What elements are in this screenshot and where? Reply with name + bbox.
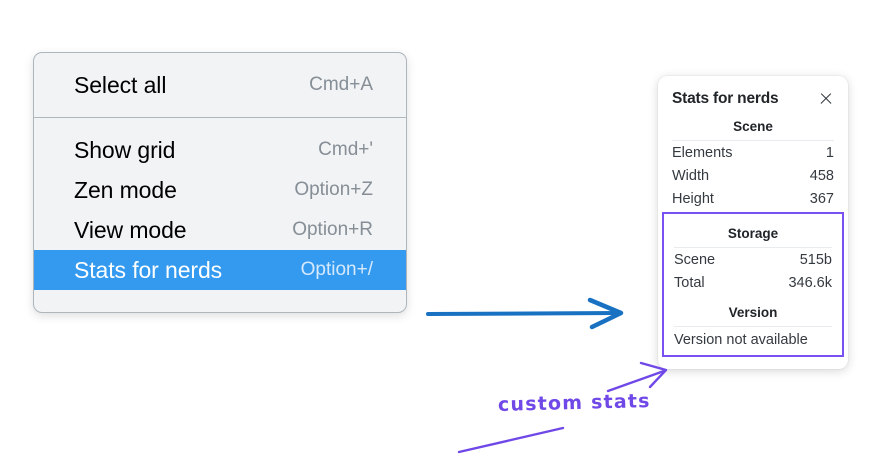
stat-value: 367: [809, 191, 834, 207]
version-text: Version not available: [674, 332, 808, 348]
menu-section-2: Show grid Cmd+' Zen mode Option+Z View m…: [34, 118, 406, 312]
handwritten-note: custom stats: [497, 390, 651, 416]
section-heading-scene: Scene: [733, 119, 773, 134]
panel-title: Stats for nerds: [672, 90, 779, 107]
stat-value: 458: [809, 168, 834, 184]
menu-item-show-grid[interactable]: Show grid Cmd+': [34, 130, 406, 170]
stat-row-storage-total: Total 346.6k: [664, 271, 842, 294]
stat-row-elements: Elements 1: [658, 141, 848, 164]
context-menu: Select all Cmd+A Show grid Cmd+' Zen mod…: [33, 52, 407, 313]
close-icon[interactable]: [818, 91, 834, 107]
menu-item-label: View mode: [74, 216, 187, 243]
section-heading-version: Version: [728, 305, 778, 320]
custom-stats-highlight-box: Storage Scene 515b Total 346.6k Version …: [662, 212, 844, 357]
menu-item-stats-for-nerds[interactable]: Stats for nerds Option+/: [34, 250, 406, 290]
stat-row-width: Width 458: [658, 164, 848, 187]
divider: [674, 247, 832, 248]
menu-item-shortcut: Option+R: [292, 219, 373, 240]
menu-item-label: Zen mode: [74, 176, 177, 203]
stat-row-height: Height 367: [658, 187, 848, 210]
menu-section-1: Select all Cmd+A: [34, 53, 406, 118]
stat-row-storage-scene: Scene 515b: [664, 248, 842, 271]
stat-label: Total: [674, 275, 705, 291]
menu-item-shortcut: Cmd+A: [309, 74, 373, 95]
divider: [674, 326, 832, 327]
menu-item-label: Select all: [74, 71, 167, 98]
blue-arrow: [426, 297, 624, 330]
panel-header: Stats for nerds: [658, 88, 848, 108]
menu-item-shortcut: Cmd+': [318, 139, 373, 160]
stats-for-nerds-panel: Stats for nerds Scene Elements 1 Width 4…: [658, 76, 848, 369]
menu-bottom-padding: [34, 290, 406, 312]
menu-item-zen-mode[interactable]: Zen mode Option+Z: [34, 170, 406, 210]
divider: [672, 140, 834, 141]
purple-arrow: [606, 361, 668, 393]
stat-label: Scene: [674, 252, 716, 268]
menu-item-shortcut: Option+Z: [294, 179, 373, 200]
stat-value: 346.6k: [788, 275, 832, 291]
menu-item-shortcut: Option+/: [300, 259, 373, 280]
menu-item-label: Stats for nerds: [74, 256, 223, 283]
purple-underline-stroke: [457, 426, 565, 454]
stat-label: Elements: [672, 145, 733, 161]
stat-value: 515b: [799, 252, 832, 268]
menu-item-select-all[interactable]: Select all Cmd+A: [34, 65, 406, 105]
section-heading-storage: Storage: [727, 226, 779, 241]
stat-label: Height: [672, 191, 714, 207]
stat-value: 1: [825, 145, 834, 161]
menu-item-label: Show grid: [74, 136, 176, 163]
menu-item-view-mode[interactable]: View mode Option+R: [34, 210, 406, 250]
stat-label: Width: [672, 168, 710, 184]
